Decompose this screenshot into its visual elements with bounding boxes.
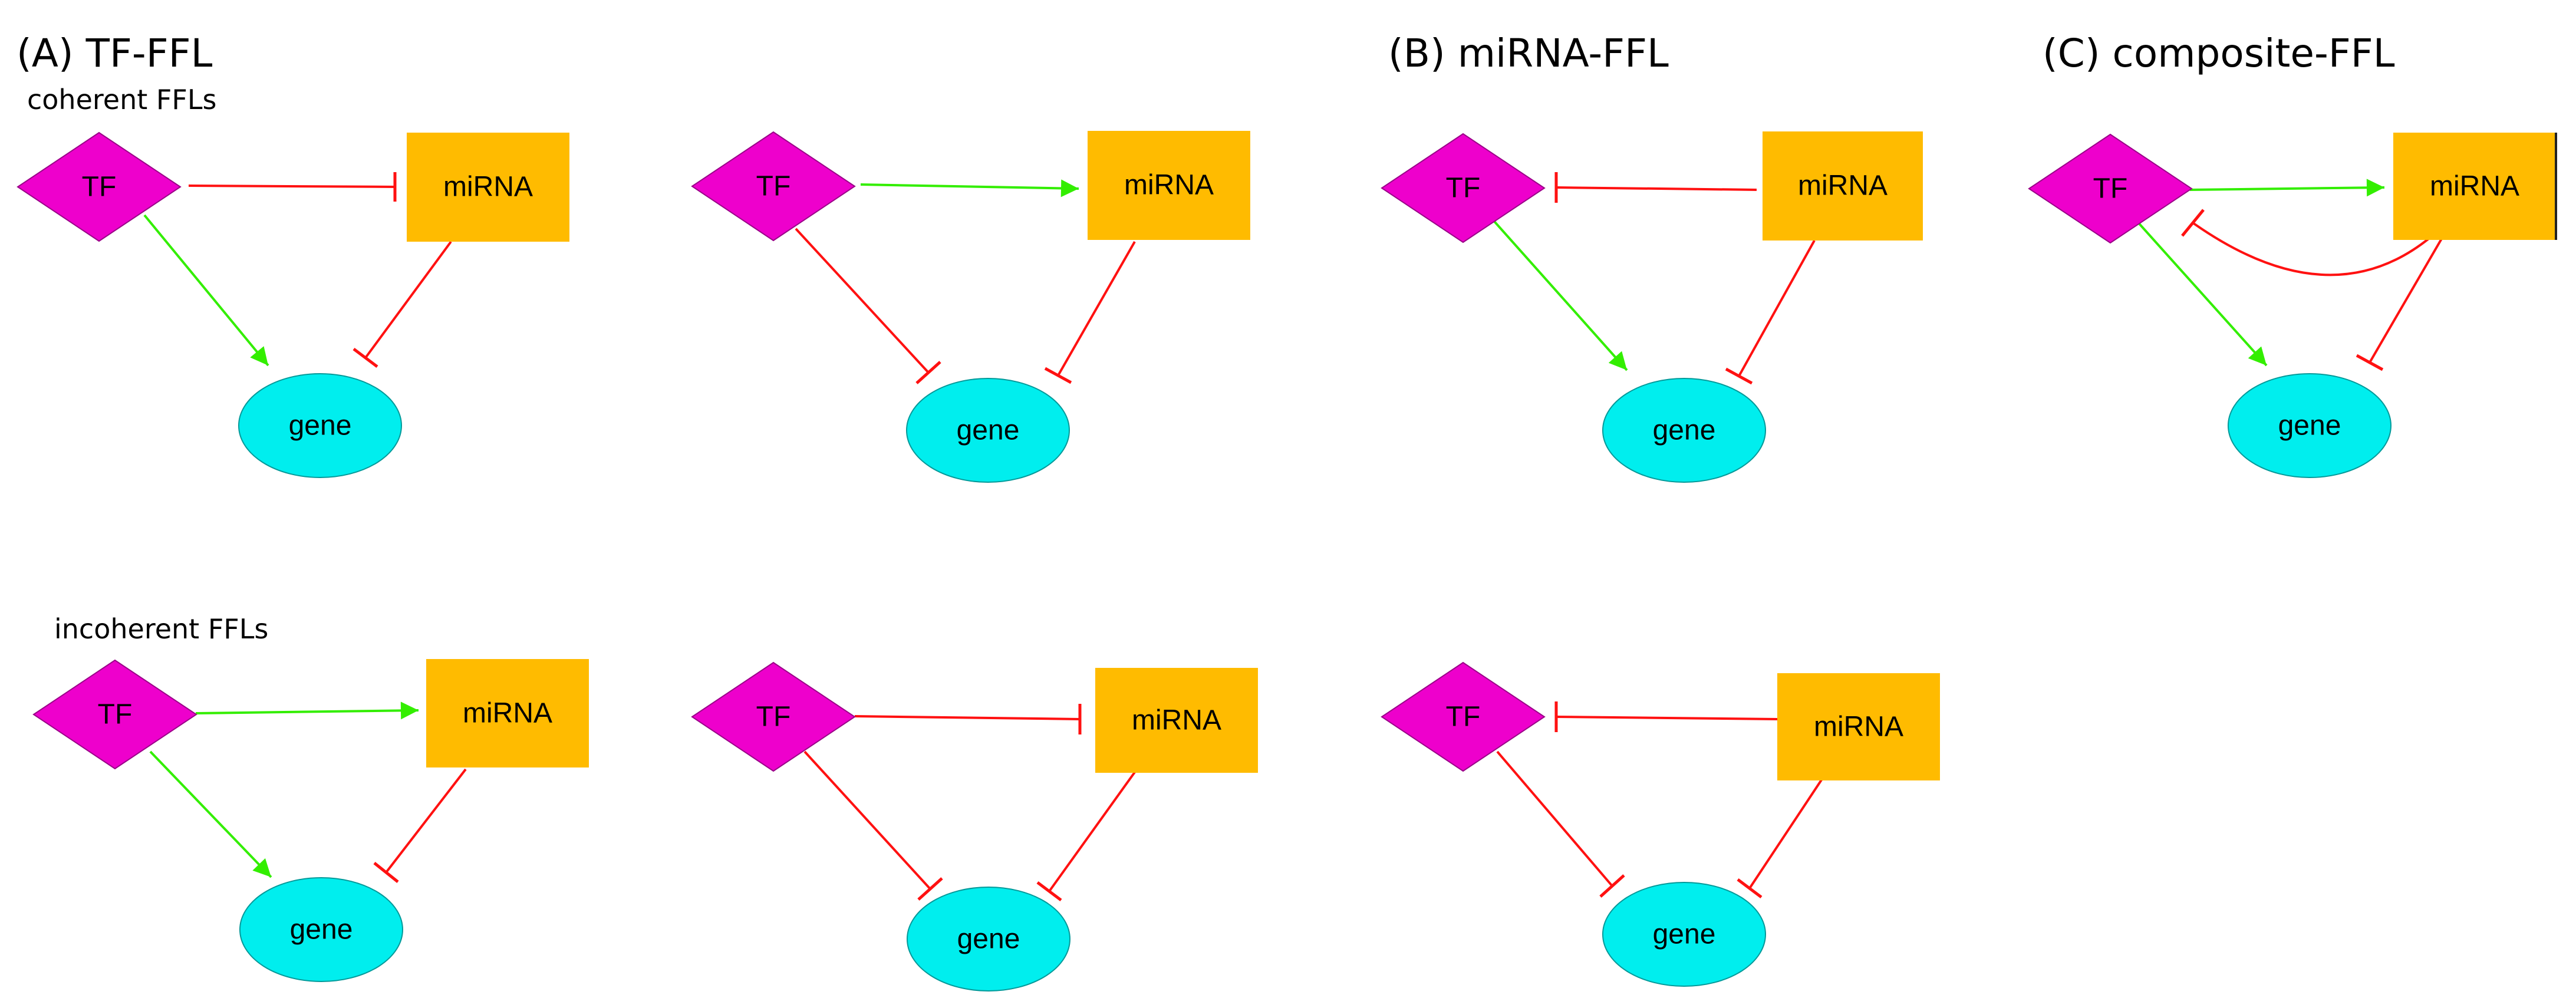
gene-label: gene	[957, 415, 1020, 446]
edge-tf-to-gene-activation	[149, 750, 272, 878]
edge-tf-to-gene-repression	[795, 228, 930, 374]
edge-mirna-to-gene-repression	[1738, 240, 1816, 377]
edge-tf-to-gene-repression	[1496, 750, 1613, 887]
gene-label: gene	[2278, 410, 2341, 442]
repression-bar	[917, 877, 943, 901]
mirna-node	[1088, 131, 1250, 240]
repression-bar	[1036, 881, 1062, 901]
edge-tf-to-gene-repression	[803, 750, 931, 890]
motif-a-incoherent-2: TF miRNA gene	[691, 661, 1258, 991]
edge-mirna-to-gene-repression	[1048, 771, 1136, 892]
edge-tf-to-gene-activation	[1490, 217, 1628, 371]
mirna-node	[1095, 668, 1258, 773]
tf-label: TF	[756, 701, 791, 733]
mirna-node	[407, 133, 569, 242]
panel-a-title: (A) TF-FFL	[17, 31, 213, 76]
tf-node	[17, 131, 182, 242]
repression-bar	[2356, 354, 2384, 371]
mirna-label: miRNA	[463, 698, 552, 729]
edge-mirna-to-tf-repression-curve	[2192, 222, 2430, 276]
repression-bar	[1044, 367, 1072, 384]
gene-label: gene	[957, 924, 1020, 955]
repression-bar	[915, 361, 941, 384]
motif-a-coherent-1: TF miRNA gene	[17, 131, 569, 478]
tf-node	[1381, 661, 1546, 772]
panel-c-title: (C) composite-FFL	[2043, 31, 2395, 76]
edge-tf-to-gene-activation	[143, 214, 269, 367]
edge-tf-to-mirna-repression	[854, 715, 1081, 720]
gene-node	[238, 373, 402, 478]
mirna-node	[1777, 673, 1940, 780]
gene-node	[1602, 882, 1766, 987]
tf-label: TF	[2093, 173, 2128, 205]
panel-b-title: (B) miRNA-FFL	[1388, 31, 1669, 76]
gene-label: gene	[290, 914, 353, 946]
edge-mirna-to-tf-repression	[1556, 716, 1778, 720]
motif-b-incoherent: TF miRNA gene	[1381, 661, 1940, 987]
edge-tf-to-mirna-repression	[188, 185, 396, 188]
tf-label: TF	[756, 171, 791, 202]
tf-label: TF	[1446, 701, 1481, 733]
mirna-node	[1763, 131, 1923, 241]
edge-mirna-to-tf-repression	[1556, 186, 1757, 191]
gene-node	[239, 877, 403, 982]
motif-a-coherent-2: TF miRNA gene	[691, 131, 1250, 483]
tf-node	[1381, 133, 1546, 243]
mirna-label: miRNA	[2430, 171, 2519, 202]
mirna-label: miRNA	[1132, 705, 1221, 736]
gene-node	[907, 887, 1070, 991]
motif-c-composite: TF miRNA gene	[2028, 133, 2557, 478]
tf-label: TF	[98, 699, 133, 730]
tf-node	[691, 131, 856, 242]
tf-node	[691, 661, 856, 772]
motif-b-coherent: TF miRNA gene	[1381, 131, 1923, 483]
mirna-label: miRNA	[1124, 170, 1214, 201]
edge-mirna-to-gene-repression	[2369, 238, 2443, 364]
edge-mirna-to-gene-repression	[385, 768, 467, 874]
tf-label: TF	[82, 172, 117, 203]
gene-label: gene	[1653, 919, 1716, 950]
repression-bar	[1737, 878, 1763, 898]
coherent-ffls-label: coherent FFLs	[27, 84, 216, 116]
mirna-label: miRNA	[443, 172, 533, 203]
tf-node	[32, 659, 197, 770]
gene-node	[906, 378, 1070, 483]
edge-mirna-to-gene-repression	[364, 241, 452, 359]
gene-label: gene	[1653, 415, 1716, 446]
motif-a-incoherent-1: TF miRNA gene	[32, 659, 589, 982]
edge-tf-to-mirna-activation	[2189, 179, 2385, 197]
edge-tf-to-mirna-activation	[860, 179, 1079, 197]
tf-label: TF	[1446, 173, 1481, 204]
edge-tf-to-mirna-activation	[195, 701, 419, 720]
mirna-node	[426, 659, 589, 767]
edge-mirna-to-gene-repression	[1748, 777, 1824, 890]
tf-node	[2028, 133, 2193, 244]
mirna-label: miRNA	[1798, 170, 1887, 202]
edge-tf-to-gene-activation	[2136, 220, 2268, 367]
gene-node	[2228, 373, 2391, 478]
repression-bar	[2181, 209, 2205, 237]
mirna-label: miRNA	[1814, 711, 1903, 743]
repression-bar	[353, 348, 378, 368]
repression-bar	[373, 862, 399, 883]
gene-node	[1602, 378, 1766, 483]
repression-bar	[1599, 874, 1625, 898]
repression-bar	[1725, 367, 1753, 385]
incoherent-ffls-label: incoherent FFLs	[54, 613, 268, 645]
mirna-node	[2393, 133, 2556, 240]
gene-label: gene	[289, 410, 352, 442]
edge-mirna-to-gene-repression	[1057, 241, 1136, 376]
